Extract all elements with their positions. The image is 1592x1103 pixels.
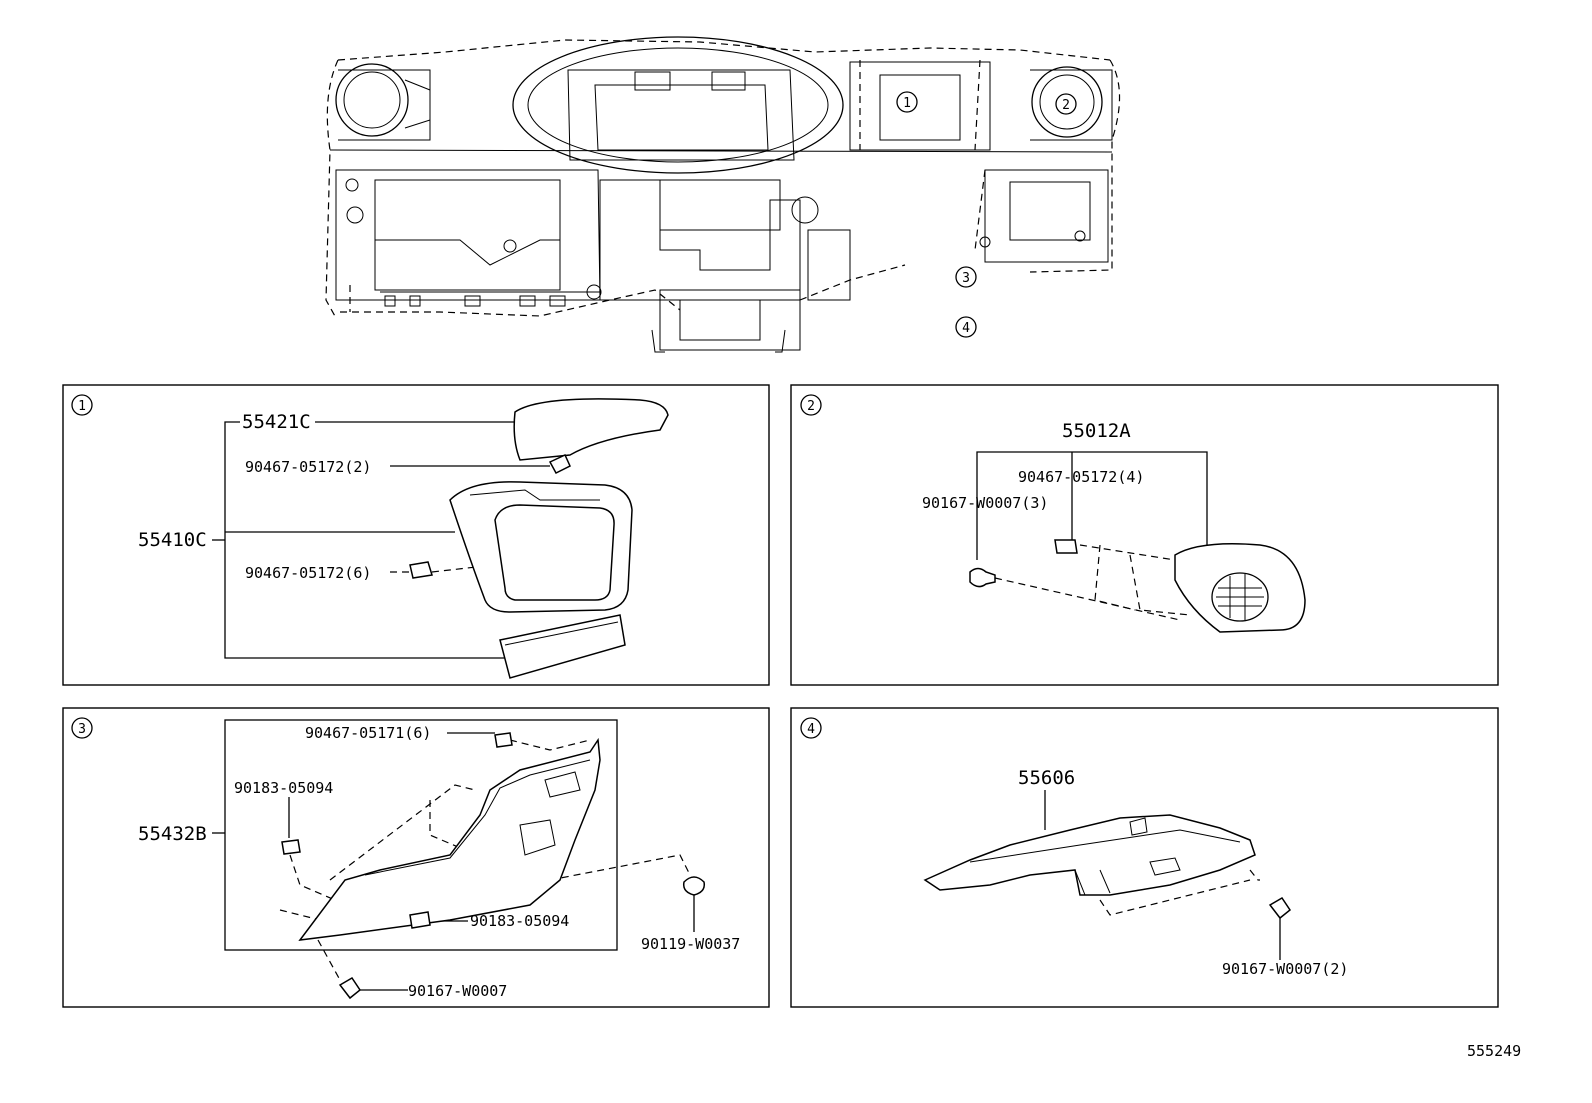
clip-part-a [494, 732, 513, 748]
label-55410C: 55410C [138, 529, 207, 551]
label-55432B: 55432B [138, 823, 207, 845]
detail-panel-2: 2 55012A 90467-05172(4) 90167-W0007(3) [790, 384, 1499, 686]
clip-part-b [409, 561, 433, 579]
screw-part [338, 976, 362, 1000]
diagram-id: 555249 [1467, 1042, 1521, 1060]
screw-part [969, 567, 996, 588]
overview-callout-3: 3 [955, 266, 977, 288]
detail-panel-1: 1 55421C 90467-05172(2) 55410C 90467-051… [62, 384, 770, 686]
clip-part-a [548, 454, 571, 474]
callout-1-label: 1 [903, 96, 911, 111]
label-90167-W0007: 90167-W0007 [408, 982, 507, 1000]
callout-3-label: 3 [962, 271, 970, 286]
lower-trim-part [499, 614, 626, 679]
label-90467-05172-6: 90467-05172(6) [245, 564, 371, 582]
label-90167-W0007-3: 90167-W0007(3) [922, 494, 1048, 512]
detail-panel-3: 3 90467-05171(6) 90183-05094 55432B 9018… [62, 707, 770, 1008]
instrument-panel-overview [325, 36, 1121, 353]
overview-callout-2: 2 [1055, 93, 1077, 115]
label-90183-05094-lower: 90183-05094 [470, 912, 569, 930]
callout-2-label: 2 [1062, 98, 1070, 113]
label-55012A: 55012A [1062, 420, 1131, 442]
bolt-part [682, 876, 706, 896]
detail-panel-4: 4 55606 90167-W0007(2) [790, 707, 1499, 1008]
clip-part-c [409, 911, 431, 929]
lower-panel-part [298, 737, 601, 941]
panel-2-number: 2 [807, 399, 815, 414]
label-90119-W0037: 90119-W0037 [641, 935, 740, 953]
overview-callout-1: 1 [896, 91, 918, 113]
panel-3-number: 3 [78, 722, 86, 737]
under-cover-part [923, 814, 1256, 896]
label-90467-05172-2: 90467-05172(2) [245, 458, 371, 476]
label-55421C: 55421C [242, 411, 311, 433]
label-90467-05172-4: 90467-05172(4) [1018, 468, 1144, 486]
screw-part [1268, 896, 1292, 920]
clip-part [1054, 539, 1078, 554]
label-90467-05171-6: 90467-05171(6) [305, 724, 431, 742]
hood-cover-part [513, 398, 669, 461]
callout-4-label: 4 [962, 321, 970, 336]
overview-callout-4: 4 [955, 316, 977, 338]
clip-part-b [281, 839, 301, 855]
label-90183-05094-upper: 90183-05094 [234, 779, 333, 797]
label-55606: 55606 [1018, 767, 1075, 789]
label-90167-W0007-2: 90167-W0007(2) [1222, 960, 1348, 978]
panel-4-number: 4 [807, 722, 815, 737]
panel-1-number: 1 [78, 399, 86, 414]
